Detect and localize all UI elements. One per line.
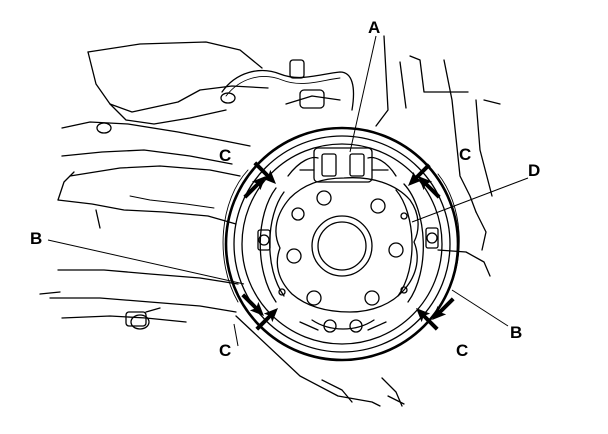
leader-b-right — [451, 289, 509, 327]
leader-c-bottom-left — [233, 323, 239, 347]
arrows — [241, 161, 455, 331]
hub-flange — [275, 177, 419, 313]
arrow-c-upper-left — [243, 176, 266, 199]
label-c-lower-right: C — [456, 341, 468, 360]
leader-lines — [47, 35, 529, 347]
callout-labels: A D B B C C C C — [30, 18, 540, 360]
suspension-background — [39, 35, 501, 407]
label-a: A — [368, 18, 380, 37]
brake-shoes — [257, 147, 439, 333]
label-c-upper-left: C — [219, 146, 231, 165]
leader-a — [349, 35, 377, 153]
arrow-inner-upper-left — [253, 161, 276, 184]
label-c-lower-left: C — [219, 341, 231, 360]
leader-b-left — [47, 239, 245, 285]
arrow-inner-upper-right — [408, 163, 431, 186]
label-d: D — [528, 161, 540, 180]
arrow-inner-lower-left — [255, 308, 278, 331]
label-c-upper-right: C — [459, 145, 471, 164]
arrow-inner-lower-right — [416, 308, 439, 331]
arrow-c-lower-right — [432, 297, 455, 320]
arrow-c-upper-right — [418, 176, 441, 199]
leader-d — [411, 177, 529, 223]
label-b-right: B — [510, 323, 522, 342]
arrow-c-lower-left — [241, 293, 264, 316]
backing-plate — [222, 126, 460, 362]
label-b-left: B — [30, 229, 42, 248]
